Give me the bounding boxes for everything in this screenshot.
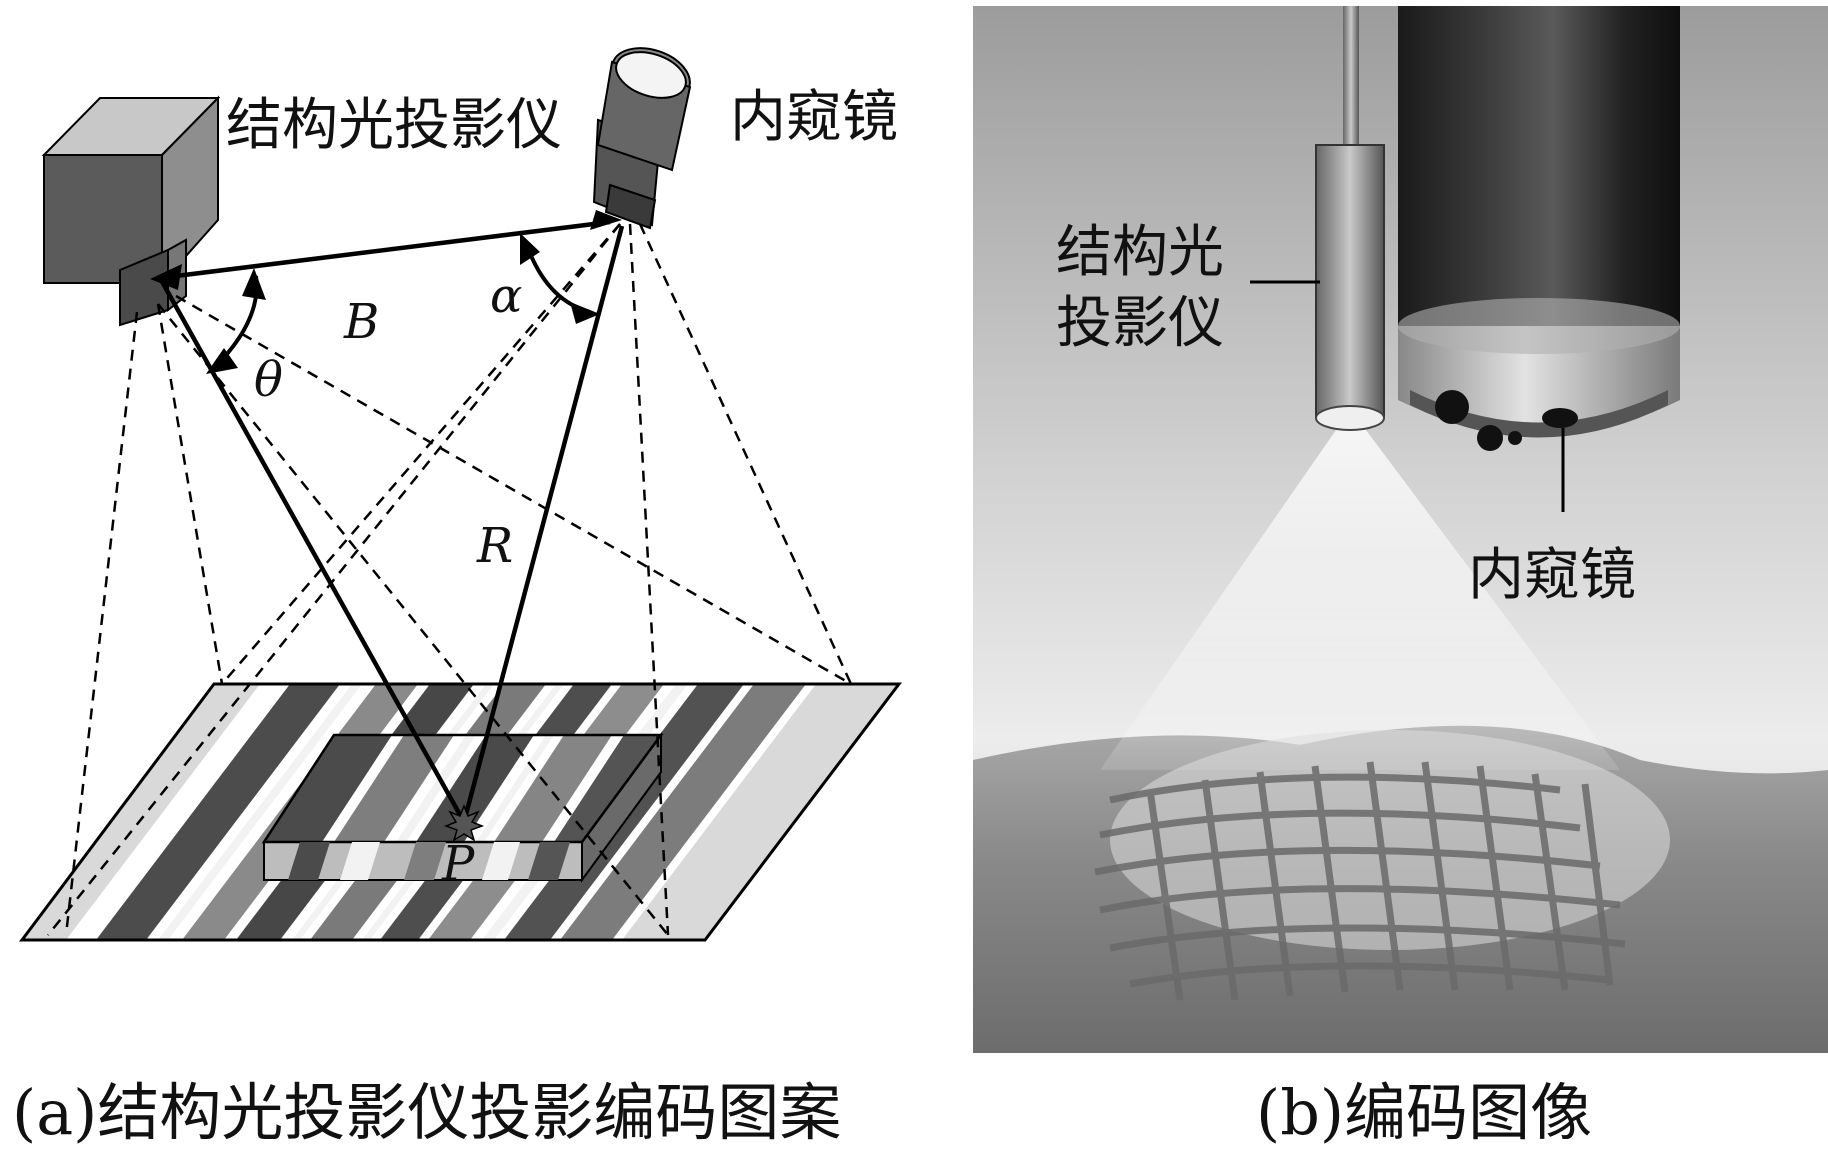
alpha-symbol: α <box>490 268 523 324</box>
projected-grid <box>1094 761 1626 1001</box>
projector-device <box>41 95 221 327</box>
endoscope-cylinder <box>1398 6 1680 451</box>
alpha-arc-arrow-bottom <box>570 302 600 324</box>
projector-label-b-line2: 投影仪 <box>1056 291 1224 356</box>
projection-dashed-lines <box>47 223 853 936</box>
caption-a: (a)结构光投影仪投影编码图案 <box>12 1076 842 1149</box>
panel-b-photo <box>973 6 1828 1053</box>
projector-label-b-line1: 结构光 <box>1056 220 1224 285</box>
endoscope-device <box>592 47 692 230</box>
alpha-arc-arrow-top <box>520 233 540 265</box>
theta-arc-arrow-bottom <box>206 348 238 374</box>
endoscope-label: 内窥镜 <box>730 85 898 150</box>
point-p-symbol: P <box>442 836 475 892</box>
angle-arcs <box>212 239 591 370</box>
endoscope-label-b: 内窥镜 <box>1468 543 1636 608</box>
range-symbol: R <box>477 518 514 574</box>
projector-rod <box>1315 6 1385 431</box>
baseline-arrow-left <box>150 264 182 290</box>
baseline-symbol: B <box>344 294 380 350</box>
point-p-marker <box>443 803 485 842</box>
panel-a-diagram <box>19 47 903 942</box>
theta-arc-arrow-top <box>242 268 266 300</box>
caption-b: (b)编码图像 <box>1256 1076 1593 1149</box>
theta-symbol: θ <box>254 352 283 408</box>
baseline-arrow-right <box>590 210 622 230</box>
projector-label: 结构光投影仪 <box>226 93 562 158</box>
